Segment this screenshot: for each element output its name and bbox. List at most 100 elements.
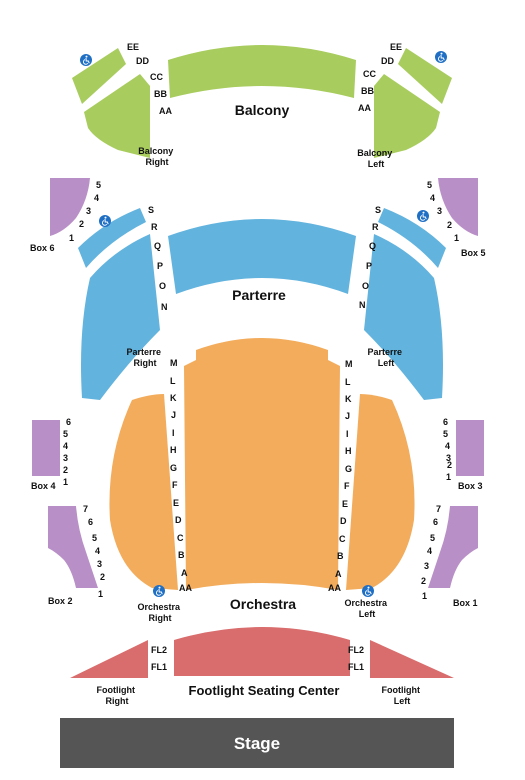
section-footlight-left[interactable] <box>370 640 454 678</box>
box-3-rows: 6 5 4 3 2 1 <box>443 417 452 482</box>
row-label: 7 <box>83 504 88 514</box>
row-label: A <box>335 569 342 579</box>
box-2[interactable] <box>48 506 98 588</box>
section-parterre-center[interactable] <box>168 219 356 294</box>
row-label: A <box>181 568 188 578</box>
row-label: M <box>170 358 178 368</box>
parterre-left-label-line2: Left <box>378 358 395 368</box>
section-parterre-right-upper[interactable] <box>78 208 146 268</box>
box-5[interactable] <box>438 178 478 236</box>
orchestra-left-label-line2: Left <box>359 609 376 619</box>
row-label: EE <box>127 42 139 52</box>
row-label: 1 <box>446 472 451 482</box>
row-label: 4 <box>427 546 432 556</box>
row-label: P <box>366 261 372 271</box>
row-label: C <box>177 533 184 543</box>
row-label: E <box>173 498 179 508</box>
section-parterre-left-upper[interactable] <box>378 208 446 268</box>
row-label: FL2 <box>151 645 167 655</box>
balcony-rows-left: EE DD CC BB AA <box>358 42 402 113</box>
section-balcony-right-upper[interactable] <box>72 48 126 104</box>
row-label: 5 <box>430 533 435 543</box>
row-label: 6 <box>88 517 93 527</box>
box-3[interactable] <box>456 420 484 476</box>
parterre-left-label-line1: Parterre <box>367 347 402 357</box>
row-label: L <box>345 377 351 387</box>
wheelchair-icon <box>152 584 166 598</box>
section-parterre-right[interactable] <box>81 234 160 400</box>
row-label: FL1 <box>151 662 167 672</box>
row-label: FL1 <box>348 662 364 672</box>
row-label: B <box>178 550 185 560</box>
row-label: 5 <box>63 429 68 439</box>
row-label: H <box>345 446 352 456</box>
stage <box>60 718 454 768</box>
parterre-right-label: Parterre Right <box>126 347 163 368</box>
row-label: B <box>337 551 344 561</box>
section-balcony-left-upper[interactable] <box>398 48 452 104</box>
wheelchair-icon <box>98 214 112 228</box>
parterre-right-label-line1: Parterre <box>126 347 161 357</box>
row-label: S <box>148 205 154 215</box>
row-label: D <box>340 516 347 526</box>
row-label: Q <box>154 241 161 251</box>
section-balcony-center[interactable] <box>168 45 356 98</box>
section-orchestra-right[interactable] <box>109 394 178 590</box>
footlight-center-label: Footlight Seating Center <box>189 683 340 698</box>
balcony-label: Balcony <box>235 102 290 118</box>
orchestra-label: Orchestra <box>230 596 296 612</box>
row-label: 6 <box>443 417 448 427</box>
row-label: E <box>342 499 348 509</box>
parterre-rows-left: S R Q P O N <box>359 205 381 310</box>
row-label: 4 <box>445 441 450 451</box>
row-label: 6 <box>66 417 71 427</box>
footlight-right-label-line1: Footlight <box>97 685 135 695</box>
row-label: I <box>346 429 349 439</box>
section-orchestra-left[interactable] <box>346 394 415 590</box>
orchestra-right-label-line2: Right <box>149 613 172 623</box>
section-footlight-center[interactable] <box>174 627 350 676</box>
row-label: O <box>362 281 369 291</box>
section-footlight-right[interactable] <box>70 640 148 678</box>
box-6-label: Box 6 <box>30 243 55 253</box>
box-5-label: Box 5 <box>461 248 486 258</box>
orchestra-right-label-line1: Orchestra <box>137 602 181 612</box>
box-2-label: Box 2 <box>48 596 73 606</box>
footlight-right-label-line2: Right <box>106 696 129 706</box>
row-label: FL2 <box>348 645 364 655</box>
row-label: BB <box>154 89 167 99</box>
orchestra-rows-left: M L K J I H G F E D C B A AA <box>328 359 353 593</box>
row-label: O <box>159 281 166 291</box>
section-parterre-left[interactable] <box>364 234 443 400</box>
box-6[interactable] <box>50 178 90 236</box>
balcony-right-label: Balcony Right <box>138 146 176 167</box>
row-label: 7 <box>436 504 441 514</box>
box-2-rows: 7 6 5 4 3 2 1 <box>83 504 105 599</box>
row-label: 5 <box>427 180 432 190</box>
balcony-left-label-line1: Balcony <box>357 148 392 158</box>
row-label: 2 <box>79 219 84 229</box>
row-label: R <box>372 222 379 232</box>
row-label: 3 <box>63 453 68 463</box>
row-label: J <box>171 410 176 420</box>
row-label: H <box>170 445 177 455</box>
row-label: 5 <box>443 429 448 439</box>
box-3-label: Box 3 <box>458 481 483 491</box>
section-balcony-left[interactable] <box>374 74 440 158</box>
row-label: N <box>161 302 168 312</box>
section-orchestra-center[interactable] <box>184 338 340 590</box>
balcony-rows-right: EE DD CC BB AA <box>127 42 172 116</box>
row-label: 2 <box>100 572 105 582</box>
box-1[interactable] <box>428 506 478 588</box>
row-label: 2 <box>63 465 68 475</box>
box-4[interactable] <box>32 420 60 476</box>
row-label: D <box>175 515 182 525</box>
row-label: I <box>172 428 175 438</box>
row-label: AA <box>358 103 371 113</box>
footlight-right-label: Footlight Right <box>97 685 138 706</box>
section-balcony-right[interactable] <box>84 74 150 158</box>
row-label: AA <box>328 583 341 593</box>
row-label: G <box>345 464 352 474</box>
parterre-left-label: Parterre Left <box>367 347 404 368</box>
